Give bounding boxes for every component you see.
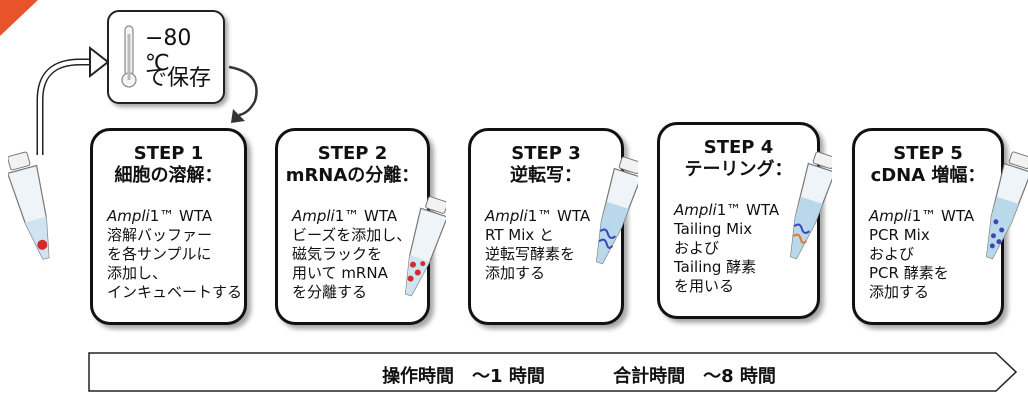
- corner-accent: [0, 0, 38, 36]
- product-name: 1™ WTA: [149, 207, 213, 225]
- desc-line: Tailing Mix: [674, 220, 753, 238]
- step-2-tube-icon: [404, 196, 446, 297]
- step-2-title: STEP 2: [317, 143, 388, 164]
- step-4-box: STEP 4 テーリング： Ampli1™ WTA Tailing Mix およ…: [657, 122, 820, 319]
- desc-line: 添加する: [485, 264, 546, 282]
- step-2-box: STEP 2 mRNAの分離： Ampli1™ WTA ビーズを添加し、 磁気ラ…: [275, 128, 430, 325]
- product-name: 1™ WTA: [527, 207, 591, 225]
- product-name: 1™ WTA: [334, 207, 398, 225]
- step-3-subtitle: 逆転写：: [510, 165, 582, 186]
- storage-temp: −80 ℃: [145, 26, 192, 76]
- product-brand: Ampli: [869, 207, 912, 225]
- product-brand: Ampli: [485, 207, 528, 225]
- desc-line: ビーズを添加し、: [292, 226, 412, 244]
- sample-tube-icon: [8, 151, 50, 260]
- step-3-box: STEP 3 逆転写： Ampli1™ WTA RT Mix と 逆転写酵素を …: [468, 128, 624, 325]
- desc-line: を用いる: [674, 277, 735, 295]
- desc-line: インキュベートする: [107, 283, 243, 301]
- step-1-box: STEP 1 細胞の溶解： Ampli1™ WTA 溶解バッファー を各サンプル…: [90, 128, 247, 325]
- desc-line: および: [674, 239, 720, 257]
- desc-line: Tailing 酵素: [674, 258, 757, 276]
- storage-box: −80 ℃ で保存: [107, 10, 225, 104]
- step-3-description: Ampli1™ WTA RT Mix と 逆転写酵素を 添加する: [485, 207, 590, 283]
- desc-line: 添加する: [869, 283, 930, 301]
- step-4-description: Ampli1™ WTA Tailing Mix および Tailing 酵素 を…: [674, 201, 779, 296]
- step-2-subtitle: mRNAの分離：: [285, 165, 420, 186]
- thermometer-icon: [121, 25, 137, 88]
- desc-line: 磁気ラックを: [292, 245, 383, 263]
- arrow-from-storage-icon: [228, 65, 258, 123]
- step-1-subtitle: 細胞の溶解：: [114, 165, 223, 186]
- step-5-subtitle: cDNA 増幅：: [870, 165, 986, 186]
- desc-line: PCR 酵素を: [869, 264, 949, 282]
- step-5-box: STEP 5 cDNA 増幅： Ampli1™ WTA PCR Mix および …: [852, 128, 1004, 325]
- product-name: 1™ WTA: [716, 201, 780, 219]
- desc-line: 用いて mRNA: [292, 264, 388, 282]
- arrow-to-storage-icon: [36, 45, 110, 155]
- product-brand: Ampli: [292, 207, 335, 225]
- step-2-description: Ampli1™ WTA ビーズを添加し、 磁気ラックを 用いて mRNA を分離…: [292, 207, 411, 302]
- timeline-text: 操作時間 ～1 時間 合計時間 ～8 時間: [0, 362, 1028, 388]
- total-time: 合計時間 ～8 時間: [613, 366, 776, 387]
- desc-line: PCR Mix: [869, 226, 930, 244]
- desc-line: を各サンプルに: [107, 245, 212, 263]
- product-brand: Ampli: [107, 207, 150, 225]
- desc-line: および: [869, 245, 915, 263]
- step-4-tube-icon: [790, 151, 832, 260]
- step-1-description: Ampli1™ WTA 溶解バッファー を各サンプルに 添加し、 インキュベート…: [107, 207, 242, 302]
- step-5-description: Ampli1™ WTA PCR Mix および PCR 酵素を 添加する: [869, 207, 974, 302]
- product-brand: Ampli: [674, 201, 717, 219]
- step-3-title: STEP 3: [511, 143, 581, 164]
- desc-line: 添加し、: [107, 264, 168, 282]
- step-1-title: STEP 1: [133, 143, 204, 164]
- step-4-subtitle: テーリング：: [684, 159, 793, 180]
- step-4-title: STEP 4: [703, 137, 774, 158]
- storage-label: で保存: [145, 66, 212, 91]
- product-name: 1™ WTA: [911, 207, 975, 225]
- desc-line: 溶解バッファー: [107, 226, 213, 244]
- desc-line: 逆転写酵素を: [485, 245, 576, 263]
- step-3-tube-icon: [596, 156, 638, 265]
- hands-on-time: 操作時間 ～1 時間: [382, 366, 545, 387]
- step-5-title: STEP 5: [893, 143, 963, 164]
- timeline-arrow: [88, 352, 1018, 392]
- desc-line: を分離する: [292, 283, 368, 301]
- step-5-tube-icon: [986, 151, 1028, 260]
- desc-line: RT Mix と: [485, 226, 555, 244]
